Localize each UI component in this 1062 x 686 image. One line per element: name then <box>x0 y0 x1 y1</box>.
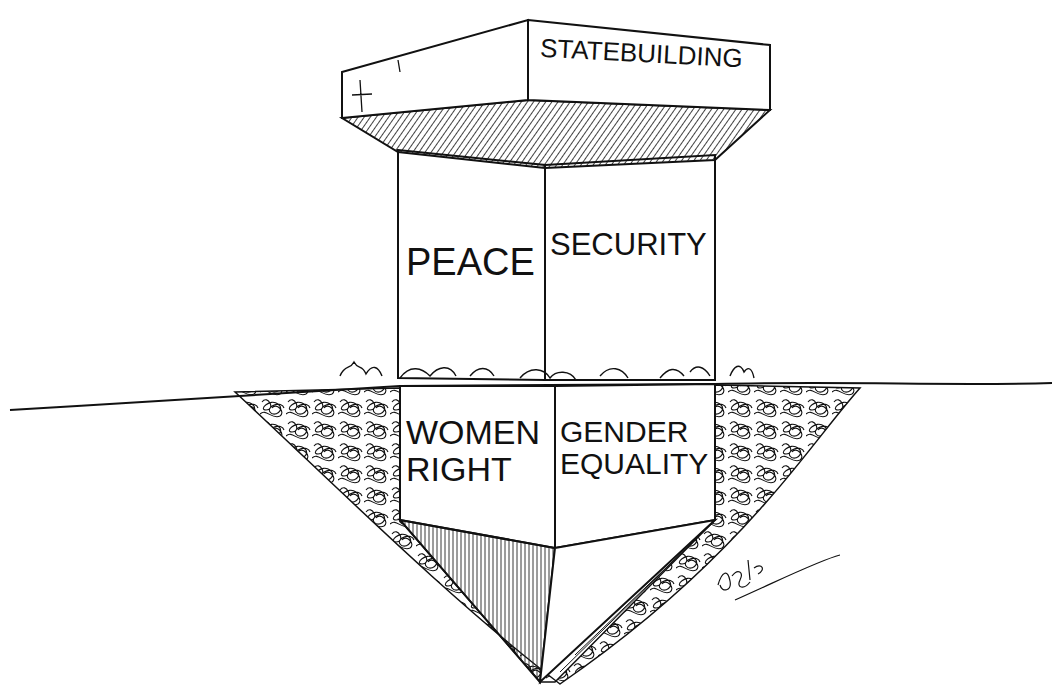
face-label: PEACE <box>406 242 546 283</box>
pillar-right-face <box>545 155 715 380</box>
pillar-left-face <box>398 150 545 380</box>
statebuilding-slab: STATEBUILDING <box>340 18 772 114</box>
pillar-block: PEACESECURITY <box>398 150 716 380</box>
face-label: SECURITY <box>550 228 716 261</box>
taper-shade <box>560 530 705 672</box>
grass-tufts <box>340 362 754 380</box>
foundation-block: WOMEN RIGHTGENDER EQUALITY <box>400 386 716 548</box>
signature-scribble <box>718 555 840 600</box>
face-label: STATEBUILDING <box>539 34 780 75</box>
foundation-taper-right <box>540 520 715 682</box>
face-label: WOMEN RIGHT <box>406 414 546 487</box>
face-label: GENDER EQUALITY <box>560 416 716 481</box>
slab-left-face <box>342 20 528 118</box>
foundation-taper-left <box>400 520 555 682</box>
soil-scribble <box>235 385 860 684</box>
slab-marks <box>352 60 400 112</box>
